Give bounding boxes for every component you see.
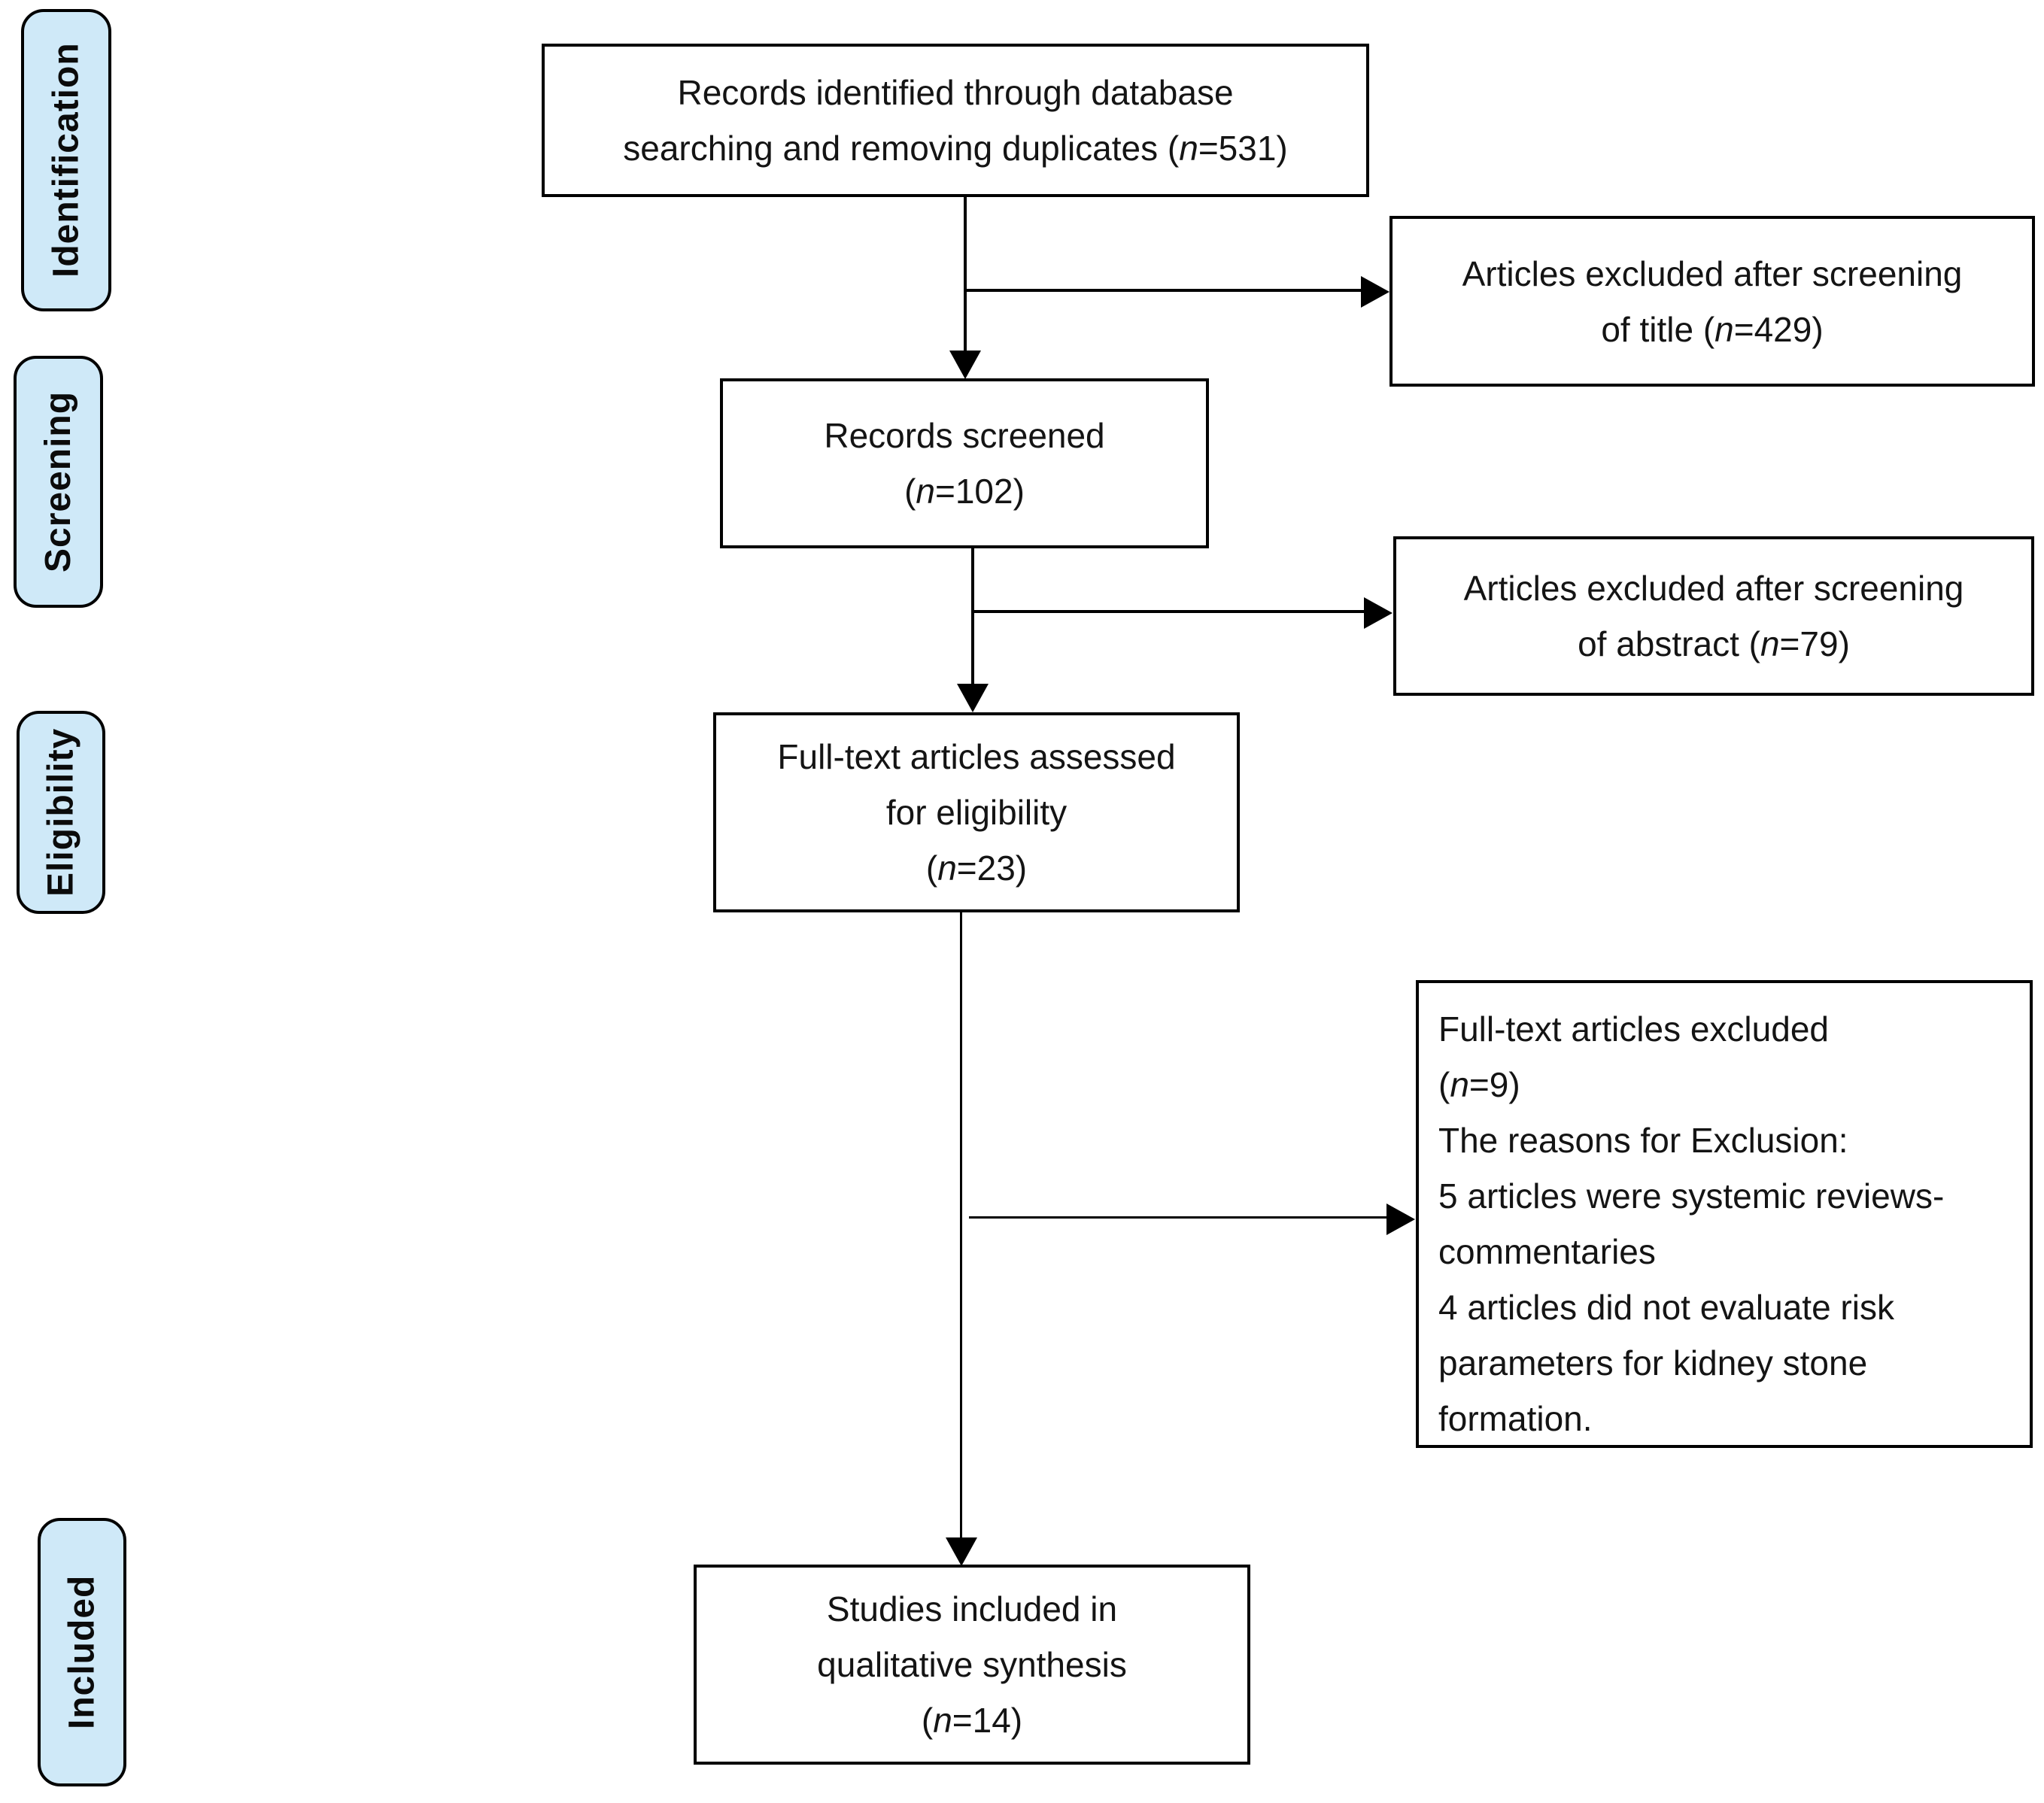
flow-box-records-screened: Records screened (n=102): [720, 378, 1209, 548]
flow-box-line: The reasons for Exclusion:: [1438, 1121, 1848, 1160]
flow-box-excluded-after-title: Articles excluded after screening of titl…: [1389, 216, 2035, 387]
stage-label-eligibility: Eligibility: [17, 711, 105, 914]
flow-box-line: 5 articles were systemic reviews-: [1438, 1176, 1945, 1216]
flow-box-line: Records identified through database: [677, 73, 1234, 112]
flow-box-line: (n=23): [925, 848, 1028, 888]
connector-to-excluded-title: [965, 289, 1362, 292]
flow-box-line: formation.: [1438, 1399, 1593, 1438]
flow-box-excluded-after-abstract: Articles excluded after screening of abst…: [1393, 536, 2034, 696]
flow-box-studies-included: Studies included in qualitative synthesis…: [694, 1565, 1250, 1765]
flow-box-line: Records screened: [824, 416, 1105, 455]
arrowhead-right-to-excluded-abstract: [1364, 597, 1393, 629]
connector-identified-to-screened: [964, 197, 967, 352]
flow-box-line: Studies included in: [826, 1589, 1118, 1628]
connector-screened-to-assessed: [971, 548, 974, 685]
flow-box-line: (n=14): [921, 1701, 1023, 1740]
arrowhead-right-to-excluded-title: [1361, 276, 1389, 308]
flow-box-line: of title (n=429): [1601, 309, 1824, 349]
flow-box-line: of abstract (n=79): [1578, 624, 1850, 663]
connector-assessed-to-included: [960, 912, 962, 1539]
flow-box-fulltext-excluded: Full-text articles excluded (n=9) The reas…: [1416, 980, 2033, 1448]
stage-label-screening: Screening: [14, 356, 103, 608]
flow-box-line: 4 articles did not evaluate risk: [1438, 1288, 1894, 1327]
connector-to-excluded-abstract: [973, 610, 1365, 613]
flow-box-line: parameters for kidney stone: [1438, 1343, 1868, 1383]
flow-box-line: (n=9): [1438, 1065, 1520, 1104]
flow-box-line: (n=102): [904, 472, 1025, 511]
flow-box-line: for eligibility: [885, 793, 1068, 832]
flow-box-line: commentaries: [1438, 1232, 1656, 1271]
arrowhead-down-to-included: [946, 1537, 977, 1566]
flow-box-records-identified: Records identified through database searc…: [542, 44, 1369, 197]
flow-box-line: Articles excluded after screening: [1463, 569, 1964, 608]
connector-to-excluded-fulltext: [969, 1216, 1387, 1219]
stage-label-included: Included: [38, 1518, 126, 1786]
flow-box-line: Full-text articles assessed: [777, 737, 1176, 776]
flow-box-line: Full-text articles excluded: [1438, 1009, 1829, 1049]
stage-label-identification: Identification: [21, 9, 111, 311]
flow-box-line: searching and removing duplicates (n=531…: [623, 129, 1288, 168]
flow-box-fulltext-assessed: Full-text articles assessed for eligibili…: [713, 712, 1240, 912]
arrowhead-down-to-assessed: [957, 684, 989, 712]
arrowhead-down-to-screened: [949, 351, 981, 379]
flow-box-line: qualitative synthesis: [817, 1645, 1127, 1684]
arrowhead-right-to-excluded-fulltext: [1386, 1204, 1415, 1235]
flow-box-line: Articles excluded after screening: [1462, 253, 1963, 293]
